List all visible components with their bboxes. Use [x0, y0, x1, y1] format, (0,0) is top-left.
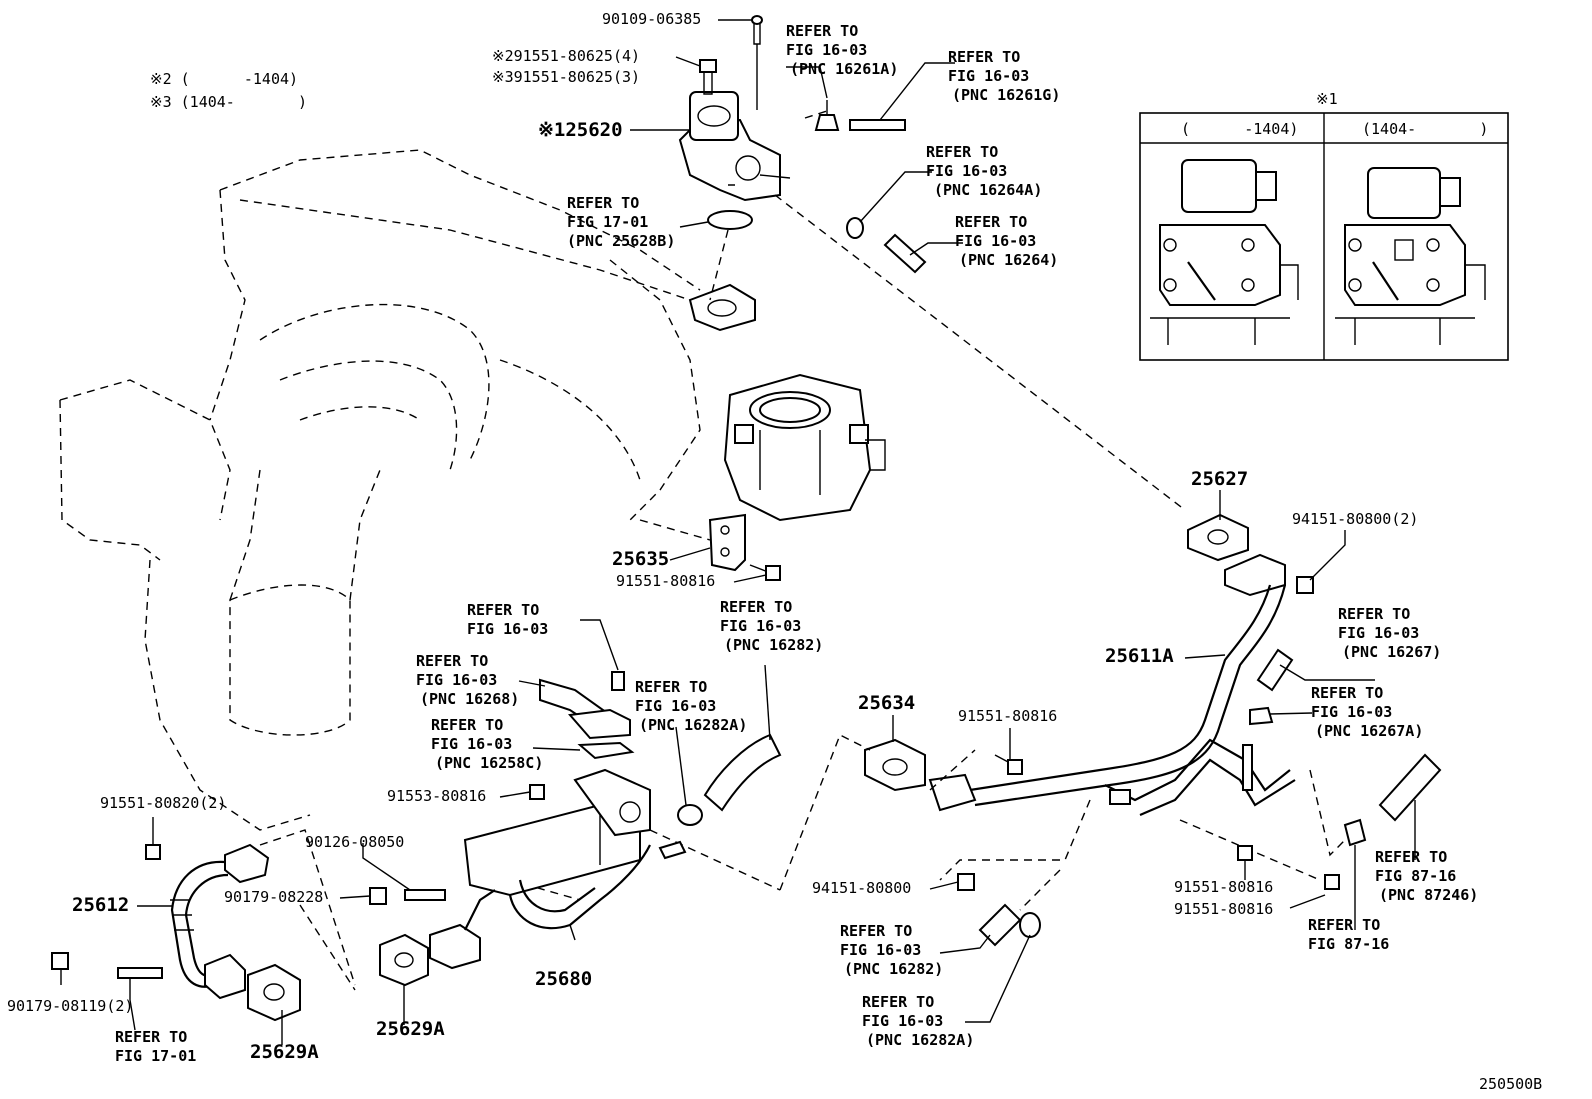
clamp-87-16: [1343, 818, 1367, 847]
bolt-91553-80816: [529, 784, 545, 800]
hose-16282-lower: [978, 903, 1022, 947]
leader-lines: [60, 19, 1416, 1045]
label-nut-94151-2: 94151-80800(2): [1292, 510, 1419, 528]
label-diagram-id: 250500B: [1479, 1075, 1543, 1093]
gasket-25634: [864, 738, 926, 792]
nut-91551-80820: [145, 844, 161, 860]
bolt-91551-80816-a: [749, 564, 781, 581]
label-stud-90126: 90126-08050: [305, 833, 405, 851]
label-cooler-25680: 25680: [535, 968, 593, 990]
clamp-16267a: [1249, 706, 1274, 726]
dashed-path-valve-pipe: [774, 194, 1186, 511]
label-bolt-90109: 90109-06385: [602, 10, 702, 28]
gasket-25627: [1187, 513, 1249, 562]
nut-94151-80800: [957, 873, 975, 891]
label-egr-valve: ※125620: [538, 119, 623, 141]
label-pipe-25611a: 25611A: [1105, 645, 1174, 667]
label-bolt-91551-80816-c: 91551-80816: [1174, 878, 1274, 896]
engine-outline: [59, 149, 701, 831]
label-bolt-3: ※391551-80625(3): [492, 68, 641, 86]
inset-col-left: ( -1404): [1181, 120, 1299, 138]
gasket-25629a-b: [247, 963, 301, 1022]
inset-box: [1139, 112, 1509, 361]
egr-cooler-25680: [463, 768, 651, 930]
throttle-body: [723, 373, 886, 522]
label-bolt-91551-80816-d: 91551-80816: [1174, 900, 1274, 918]
label-bolt-91551-80816-a: 91551-80816: [616, 572, 716, 590]
bolt-16-03: [611, 671, 625, 691]
inset-col-right: (1404- ): [1362, 120, 1489, 138]
label-gasket-25629a-b: 25629A: [250, 1041, 319, 1063]
inset-valve-right: [1335, 167, 1486, 345]
egr-valve: [678, 91, 791, 202]
hose-87246: [1378, 753, 1442, 822]
label-nut-91551-80820: 91551-80820(2): [100, 794, 227, 812]
label-pipe-25612: 25612: [72, 894, 130, 916]
pipe-25612: [170, 843, 270, 1000]
note-2: ※2 ( -1404): [150, 70, 299, 88]
label-gasket-25627: 25627: [1191, 468, 1249, 490]
bracket-25635: [708, 513, 746, 572]
inset-title: ※1: [1316, 90, 1338, 108]
clamp-16264a: [846, 217, 864, 239]
label-bolt-2: ※291551-80625(4): [492, 47, 641, 65]
flange-16268: [568, 708, 631, 740]
bolt-91551-80816-c: [1237, 845, 1253, 861]
gasket-25629a-a: [379, 933, 429, 987]
hose-16282: [703, 733, 782, 812]
label-nut-94151-80800: 94151-80800: [812, 879, 912, 897]
bolt-90109-06385: [751, 15, 763, 110]
bolt-91551-80625: [699, 59, 717, 95]
nut-90179-08119: [51, 952, 69, 970]
label-bolt-91553: 91553-80816: [387, 787, 487, 805]
label-gasket-25629a-a: 25629A: [376, 1018, 445, 1040]
stud-90126-08050: [404, 889, 446, 901]
egr-pipe-25611a: [928, 553, 1296, 817]
bolt-91551-80816-d: [1324, 874, 1340, 890]
label-nut-90179-08119: 90179-08119(2): [7, 997, 134, 1015]
hose-16267: [1256, 648, 1294, 692]
clamp-16282a: [677, 804, 703, 826]
hose-clamp-16261a: [814, 100, 840, 131]
hose-16261g: [849, 119, 906, 131]
inset-valve-left: [1150, 159, 1299, 345]
hose-16264: [883, 233, 927, 274]
clamp-16282a-lower: [1019, 912, 1041, 938]
gasket-ring-25628b: [707, 210, 753, 230]
bolt-91551-80816-b: [994, 754, 1023, 775]
label-bracket-25635: 25635: [612, 548, 670, 570]
nut-90179-08228: [369, 887, 387, 905]
note-3: ※3 (1404- ): [150, 93, 308, 111]
intake-flange: [688, 283, 756, 332]
nut-94151-80800-2: [1296, 576, 1314, 594]
label-bolt-91551-80816-b: 91551-80816: [958, 707, 1058, 725]
stud-lower: [117, 967, 163, 979]
label-part-25634: 25634: [858, 692, 916, 714]
gasket-16258c: [577, 741, 635, 760]
label-nut-90179-08228: 90179-08228: [224, 888, 324, 906]
